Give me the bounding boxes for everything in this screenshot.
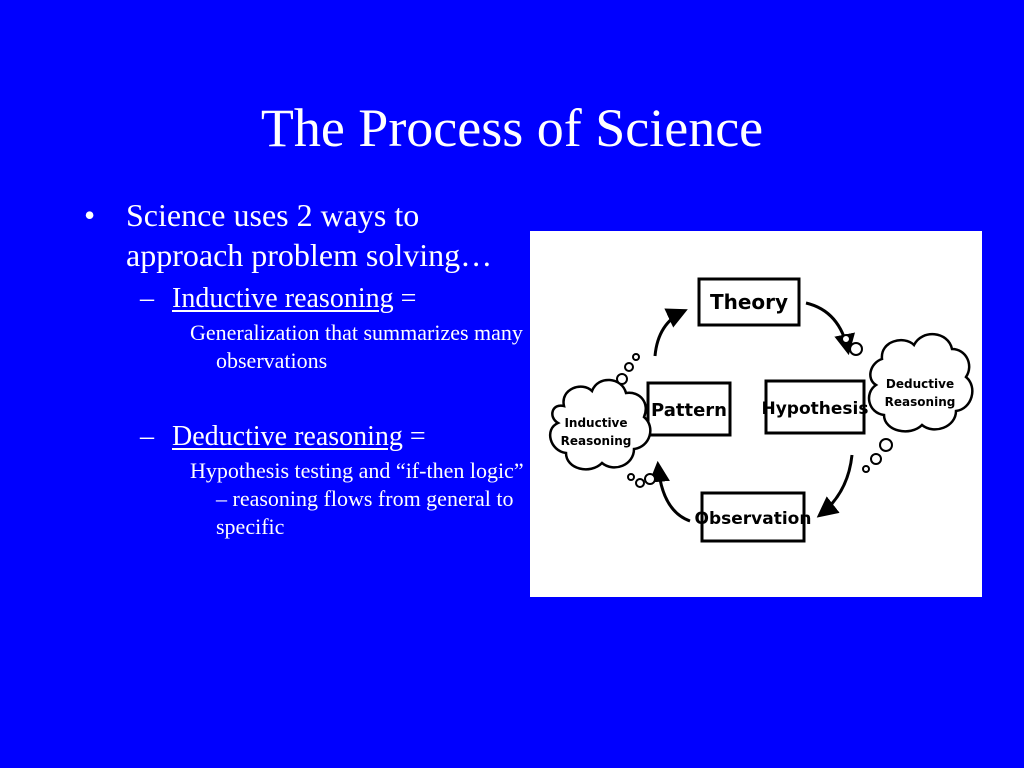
cycle-diagram-svg: Theory Pattern Hypothesis Observation In… xyxy=(548,277,974,543)
spacer xyxy=(84,375,524,413)
dash-glyph: – xyxy=(140,421,154,452)
dash-glyph: – xyxy=(140,283,154,314)
observation-box: Observation xyxy=(695,491,812,543)
observation-label: Observation xyxy=(695,509,812,529)
slide-title: The Process of Science xyxy=(260,98,764,158)
arrow-observation-to-pattern xyxy=(649,460,691,523)
deductive-definition: Hypothesis testing and “if-then logic” –… xyxy=(190,458,524,539)
inductive-cloud-line2: Reasoning xyxy=(561,434,632,448)
deductive-equals: = xyxy=(402,421,426,452)
theory-box: Theory xyxy=(697,277,801,327)
slide-body: • Science uses 2 ways to approach proble… xyxy=(84,195,524,541)
inductive-reasoning-cloud: Inductive Reasoning xyxy=(548,353,656,488)
inductive-definition: Generalization that summarizes many obse… xyxy=(190,320,523,373)
science-cycle-diagram: Theory Pattern Hypothesis Observation In… xyxy=(530,231,982,597)
main-bullet-text: Science uses 2 ways to approach problem … xyxy=(126,197,493,273)
arrow-hypothesis-to-observation xyxy=(816,454,854,518)
theory-label: Theory xyxy=(710,290,788,314)
arrow-pattern-to-theory xyxy=(653,308,688,357)
main-bullet: • Science uses 2 ways to approach proble… xyxy=(84,195,524,275)
arrow-theory-to-hypothesis xyxy=(805,301,855,356)
inductive-cloud-line1: Inductive xyxy=(564,416,627,430)
deductive-reasoning-cloud: Deductive Reasoning xyxy=(841,333,974,473)
pattern-label: Pattern xyxy=(651,400,727,421)
deductive-cloud-line1: Deductive xyxy=(886,377,954,391)
pattern-box: Pattern xyxy=(646,381,732,437)
hypothesis-label: Hypothesis xyxy=(762,399,869,419)
deductive-term: Deductive reasoning xyxy=(172,421,403,452)
inductive-item: – Inductive reasoning = xyxy=(84,281,524,317)
inductive-equals: = xyxy=(393,283,417,314)
hypothesis-box: Hypothesis xyxy=(762,379,869,435)
bullet-glyph: • xyxy=(84,197,96,233)
deductive-item: – Deductive reasoning = xyxy=(84,419,524,455)
deductive-cloud-line2: Reasoning xyxy=(885,395,956,409)
inductive-term: Inductive reasoning xyxy=(172,283,394,314)
